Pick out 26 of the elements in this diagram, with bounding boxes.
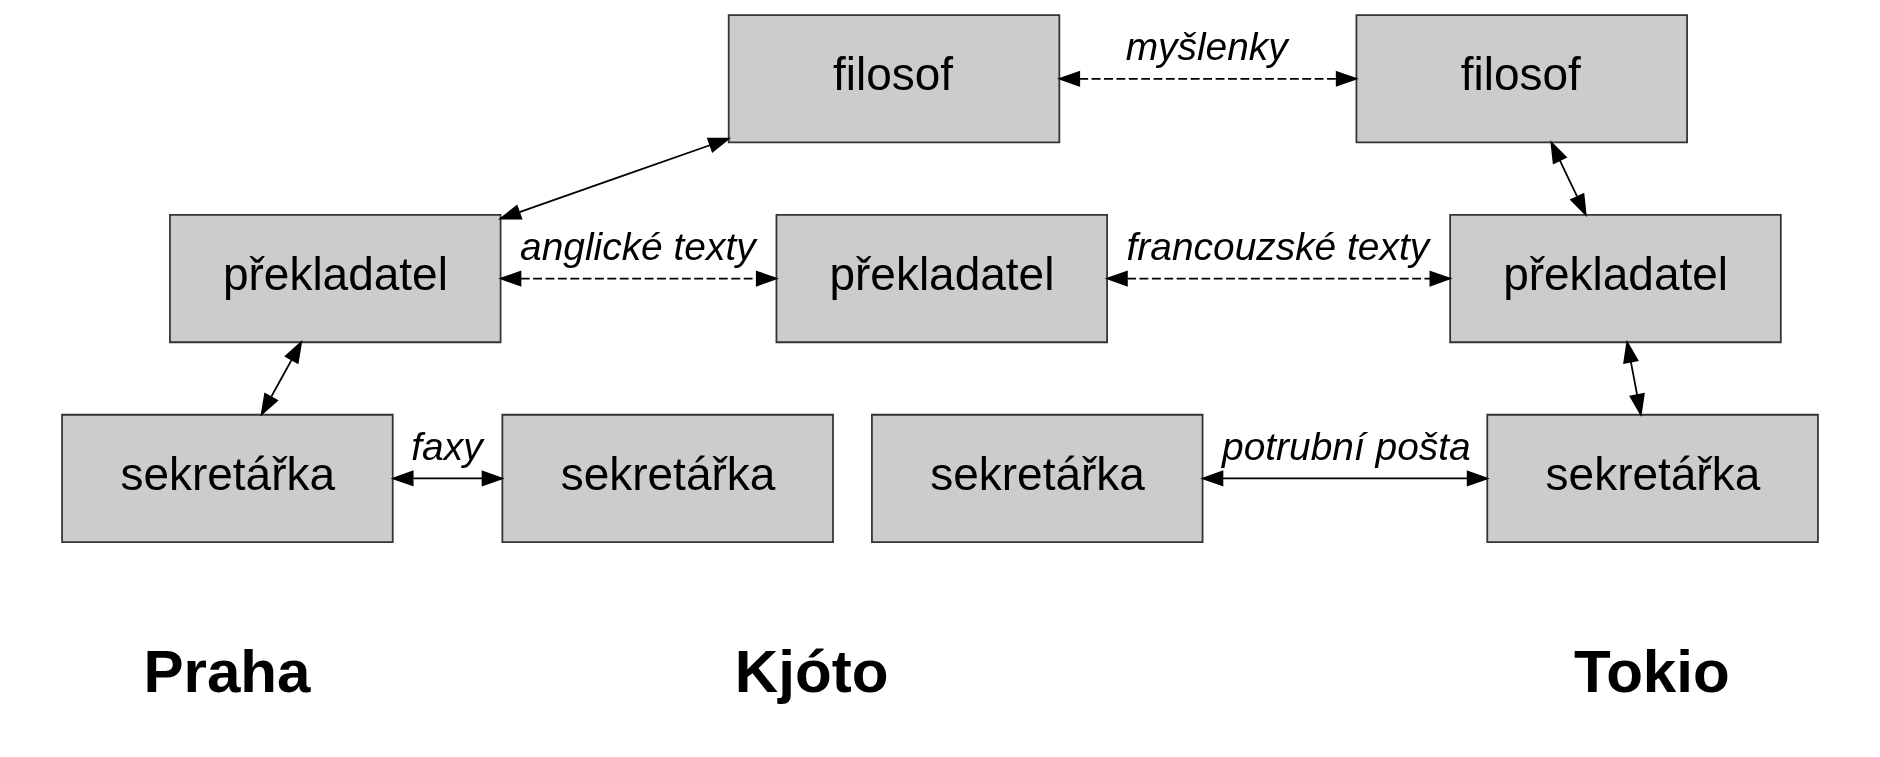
arrow: [390, 470, 505, 487]
node-box: filosof: [727, 14, 1061, 144]
arrow: [1550, 140, 1587, 217]
node-box: sekretářka: [61, 413, 394, 543]
label: Tokio: [1573, 637, 1730, 705]
arrow: [498, 137, 732, 220]
arrow: [260, 340, 303, 417]
edge-label: potrubní pošta: [1222, 425, 1471, 469]
arrow: [1057, 70, 1359, 87]
arrow: [1623, 339, 1645, 417]
edge-label: anglické texty: [520, 225, 756, 269]
node-box: překladatel: [169, 214, 502, 344]
node-box: sekretářka: [1486, 413, 1819, 543]
label: Praha: [143, 637, 311, 705]
node-box: filosof: [1355, 14, 1688, 144]
label: Kjóto: [734, 637, 889, 705]
node-box: sekretářka: [871, 413, 1204, 543]
node-box: překladatel: [775, 214, 1108, 344]
edge-label: faxy: [411, 425, 483, 469]
node-box: sekretářka: [501, 413, 834, 543]
edge-label: francouzské texty: [1126, 225, 1430, 269]
arrow: [498, 270, 779, 287]
arrow: [1200, 470, 1490, 487]
arrow: [1104, 270, 1453, 287]
node-box: překladatel: [1449, 214, 1782, 344]
edge-label: myšlenky: [1125, 25, 1288, 69]
